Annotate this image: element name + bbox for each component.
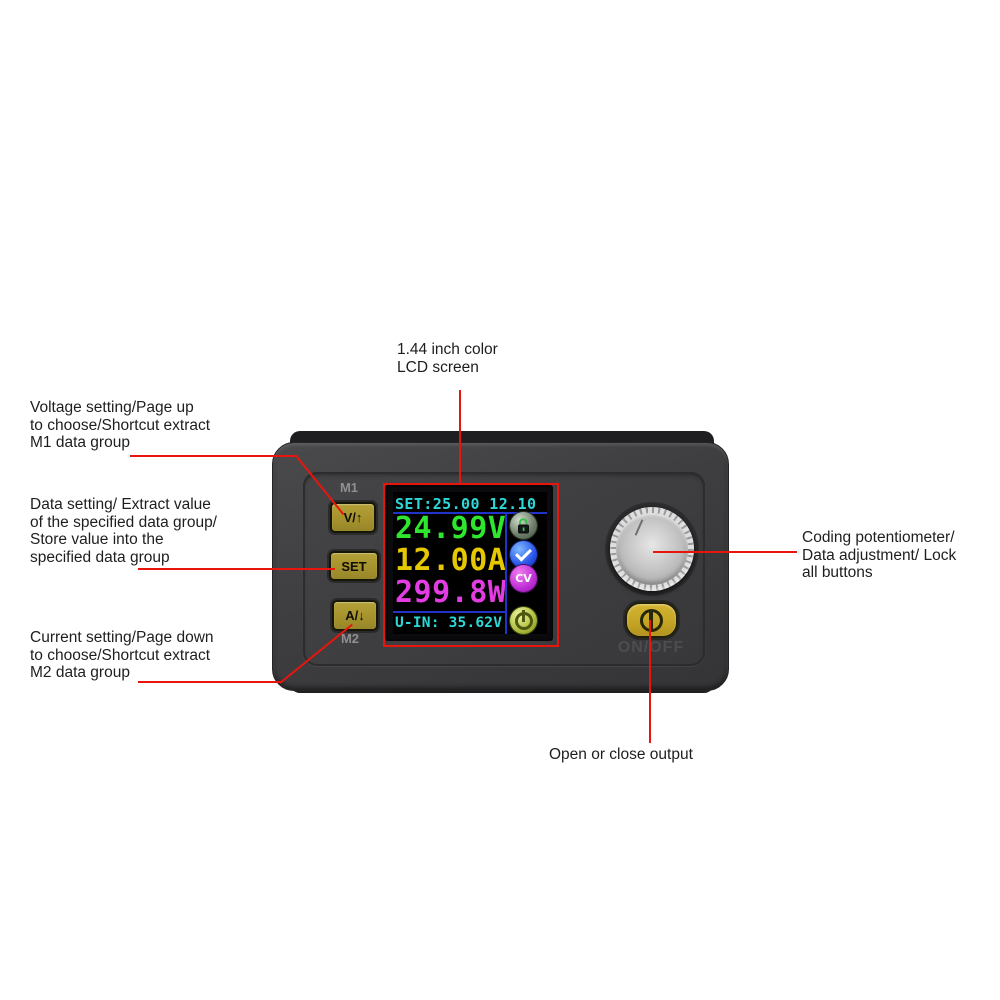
annotation-current-button: Current setting/Page down to choose/Shor…: [30, 629, 214, 681]
lcd-voltage-readout: 24.99V: [395, 511, 507, 546]
annotation-set-button: Data setting/ Extract value of the speci…: [30, 496, 217, 566]
coding-potentiometer-knob[interactable]: [610, 507, 694, 591]
lcd-divider-top: [393, 512, 547, 514]
callout-line-output: [649, 620, 651, 743]
annotation-lcd-screen: 1.44 inch color LCD screen: [397, 341, 498, 376]
callout-line-knob: [653, 551, 797, 553]
knob-face: [616, 513, 688, 585]
lcd-highlight-rectangle: [383, 483, 559, 647]
unlock-glyph: [518, 517, 529, 533]
power-glyph: [514, 609, 533, 630]
set-button[interactable]: SET: [329, 551, 379, 581]
lcd-divider-vertical: [505, 514, 507, 634]
callout-line-lcd: [459, 390, 461, 485]
callout-line-set: [138, 568, 335, 570]
onoff-button[interactable]: [625, 602, 678, 638]
lcd-current-readout: 12.00A: [395, 543, 507, 578]
m2-label: M2: [340, 631, 360, 646]
onoff-power-icon: [640, 608, 663, 632]
check-icon: [510, 541, 537, 568]
m1-label: M1: [339, 480, 359, 495]
current-down-button[interactable]: A/↓: [332, 600, 378, 631]
callout-line-current-h: [138, 681, 282, 683]
cv-mode-icon: CV: [510, 565, 537, 592]
unlock-icon: [510, 512, 537, 539]
lcd-set-values: SET:25.00 12.10: [395, 495, 537, 513]
annotation-voltage-button: Voltage setting/Page up to choose/Shortc…: [30, 399, 211, 451]
lcd-screen: SET:25.00 12.10 24.99V 12.00A 299.8W U-I…: [393, 492, 547, 634]
voltage-up-button[interactable]: V/↑: [330, 502, 376, 533]
annotation-output: Open or close output: [549, 746, 693, 763]
output-power-icon: [510, 607, 537, 634]
lcd-divider-bottom: [393, 611, 506, 613]
lcd-input-voltage: U-IN: 35.62V: [395, 615, 503, 631]
annotation-knob: Coding potentiometer/ Data adjustment/ L…: [802, 529, 957, 581]
lcd-power-readout: 299.8W: [395, 575, 507, 610]
onoff-label: ON/OFF: [617, 639, 685, 656]
callout-line-voltage-h: [130, 455, 298, 457]
